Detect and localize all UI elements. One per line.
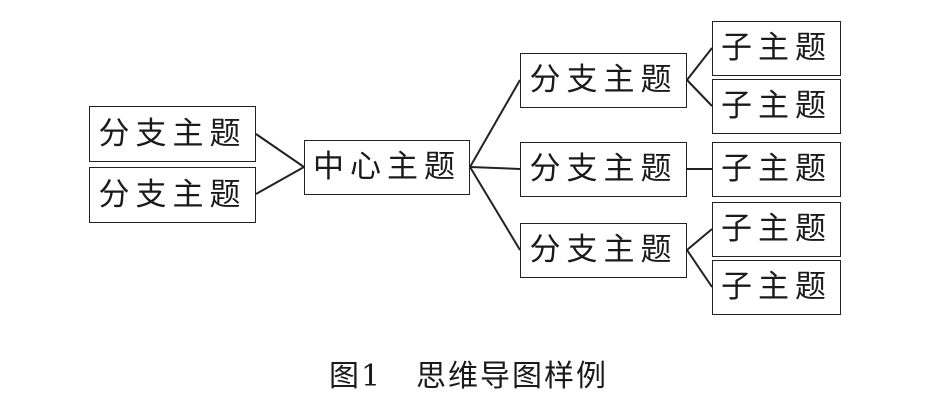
- subtopic-5: 子主题: [712, 260, 841, 315]
- link-right-3-sub-4: [686, 228, 713, 251]
- link-left-2-center: [255, 166, 305, 195]
- link-center-right-1: [469, 79, 521, 168]
- central-topic: 中心主题: [304, 140, 470, 195]
- figure-caption: 图1 思维导图样例: [0, 362, 937, 392]
- link-left-1-center: [255, 133, 305, 168]
- left-branch-topic-1: 分支主题: [89, 106, 256, 162]
- link-right-1-sub-2: [686, 79, 713, 107]
- subtopic-2: 子主题: [712, 79, 841, 134]
- subtopic-1: 子主题: [712, 21, 841, 76]
- link-right-3-sub-5: [686, 249, 713, 288]
- figure-number: 图1: [328, 359, 383, 394]
- right-branch-topic-3: 分支主题: [520, 223, 687, 278]
- link-center-right-3: [469, 166, 521, 251]
- subtopic-3: 子主题: [712, 142, 841, 197]
- right-branch-topic-2: 分支主题: [520, 142, 687, 197]
- link-center-right-2: [469, 166, 521, 170]
- link-right-1-sub-1: [686, 47, 713, 81]
- right-branch-topic-1: 分支主题: [520, 53, 687, 108]
- figure-title: 思维导图样例: [416, 359, 609, 394]
- left-branch-topic-2: 分支主题: [89, 167, 256, 223]
- subtopic-4: 子主题: [712, 202, 841, 257]
